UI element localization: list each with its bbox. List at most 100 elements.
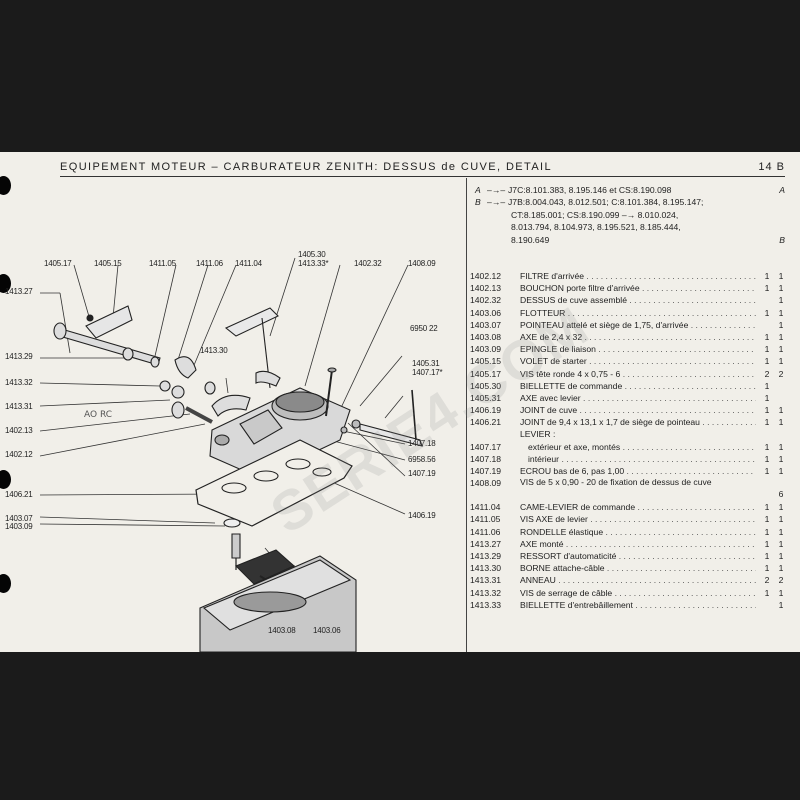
parts-row: 1407.18intérieur11 (470, 453, 788, 465)
callout-1406-19: 1406.19 (408, 511, 436, 520)
part-ref: 1407.19 (470, 466, 502, 476)
part-description: LEVIER : (520, 429, 556, 440)
part-description: JOINT de cuve (520, 404, 756, 416)
variant-applicability: A–→–J7C:8.101.383, 8.195.146 et CS:8.190… (475, 184, 785, 246)
qty-b: 1 (778, 514, 784, 525)
callout-1407-17: 1407.17* (412, 368, 443, 377)
callout-6958-56: 6958.56 (408, 455, 436, 464)
part-ref: 1408.09 (470, 478, 502, 489)
qty-a: 1 (764, 356, 770, 367)
variant-row: CT:8.185.001; CS:8.190.099 –→ 8.010.024, (475, 209, 785, 221)
qty-a: 1 (764, 587, 770, 598)
part-ref: 1407.18 (470, 453, 502, 464)
qty-b: 2 (778, 368, 784, 379)
qty-b: 1 (778, 502, 784, 513)
part-description: AXE de 2,4 x 32 (520, 331, 756, 343)
callout-1413-30: 1413.30 (200, 346, 228, 355)
part-ref: 1413.31 (470, 575, 502, 586)
parts-row: 1413.31ANNEAU22 (470, 574, 788, 586)
callout-1403-07: 1403.07 (5, 514, 33, 523)
column-divider (466, 178, 467, 652)
part-description: FLOTTEUR (520, 307, 756, 319)
qty-b: 1 (778, 271, 784, 281)
qty-a: 2 (764, 368, 770, 379)
part-ref: 1413.29 (470, 550, 502, 561)
binder-hole (0, 470, 11, 489)
callout-1402-13: 1402.13 (5, 426, 33, 435)
qty-b: 1 (778, 599, 784, 610)
qty-b: 1 (778, 307, 784, 318)
qty-a: 1 (764, 441, 770, 452)
callout-1408-09: 1408.09 (408, 259, 436, 268)
variant-text: J7B:8.004.043, 8.012.501; C:8.101.384, 8… (508, 197, 704, 208)
parts-row: LEVIER : (470, 428, 788, 440)
part-ref: 1403.06 (470, 307, 502, 318)
qty-a: 1 (764, 405, 770, 416)
qty-b: 1 (778, 417, 784, 428)
qty-a: 1 (764, 331, 770, 342)
variant-row: A–→–J7C:8.101.383, 8.195.146 et CS:8.190… (475, 184, 785, 196)
variant-text: 8.013.794, 8.104.973, 8.195.521, 8.185.4… (511, 222, 681, 233)
qty-b: 1 (778, 441, 784, 452)
variant-row: B–→–J7B:8.004.043, 8.012.501; C:8.101.38… (475, 196, 785, 208)
header-rule (60, 176, 785, 177)
part-ref: 1403.07 (470, 319, 502, 330)
qty-a: 1 (764, 283, 770, 294)
part-description: VIS AXE de levier (520, 513, 756, 525)
qty-b: 1 (778, 319, 784, 330)
qty-a: 1 (764, 526, 770, 537)
binder-hole (0, 274, 11, 293)
qty-a: 1 (764, 563, 770, 574)
qty-b: 2 (778, 575, 784, 586)
part-ref: 1411.06 (470, 526, 501, 537)
qty-b: 1 (778, 563, 784, 574)
callout-1405-31: 1405.31 (412, 359, 440, 368)
part-ref: 1413.32 (470, 587, 502, 598)
callout-1403-08: 1403.08 (268, 626, 296, 635)
qty-b: 1 (778, 331, 784, 342)
part-ref: 1407.17 (470, 441, 502, 452)
callout-6950-22: 6950 22 (410, 324, 438, 333)
part-description: intérieur (528, 453, 756, 465)
page-title: EQUIPEMENT MOTEUR – CARBURATEUR ZENITH: … (60, 161, 553, 173)
callout-1413-31: 1413.31 (5, 402, 33, 411)
callout-1411-06: 1411.06 (196, 259, 223, 268)
arrow-icon: –→– (487, 185, 506, 195)
callout-1405-30: 1405.30 (298, 250, 326, 259)
qty-a: 1 (764, 344, 770, 355)
qty-a: 1 (764, 392, 770, 403)
part-ref: 1411.04 (470, 502, 501, 513)
qty-b: 1 (778, 344, 784, 355)
variant-text: 8.190.649 (511, 234, 550, 245)
part-description: VOLET de starter (520, 355, 756, 367)
qty-b: 1 (778, 526, 784, 537)
binder-hole (0, 574, 11, 593)
callout-1413-32: 1413.32 (5, 378, 33, 387)
qty-b: 1 (778, 283, 784, 294)
part-ref: 1405.30 (470, 380, 502, 391)
part-description: RESSORT d'automaticité (520, 550, 756, 562)
part-ref: 1403.08 (470, 331, 502, 342)
part-description: POINTEAU attelé et siège de 1,75, d'arri… (520, 319, 756, 331)
part-ref: 1411.05 (470, 514, 501, 525)
part-ref: 1413.27 (470, 538, 502, 549)
qty-a: 1 (764, 466, 770, 476)
qty-b: 1 (778, 356, 784, 367)
part-ref: 1402.13 (470, 283, 502, 294)
parts-row: 1403.08 AXE de 2,4 x 32 11 (470, 331, 788, 343)
part-ref: 1405.31 (470, 392, 502, 403)
part-description: EPINGLE de liaison (520, 343, 756, 355)
qty-b: 1 (778, 295, 784, 306)
